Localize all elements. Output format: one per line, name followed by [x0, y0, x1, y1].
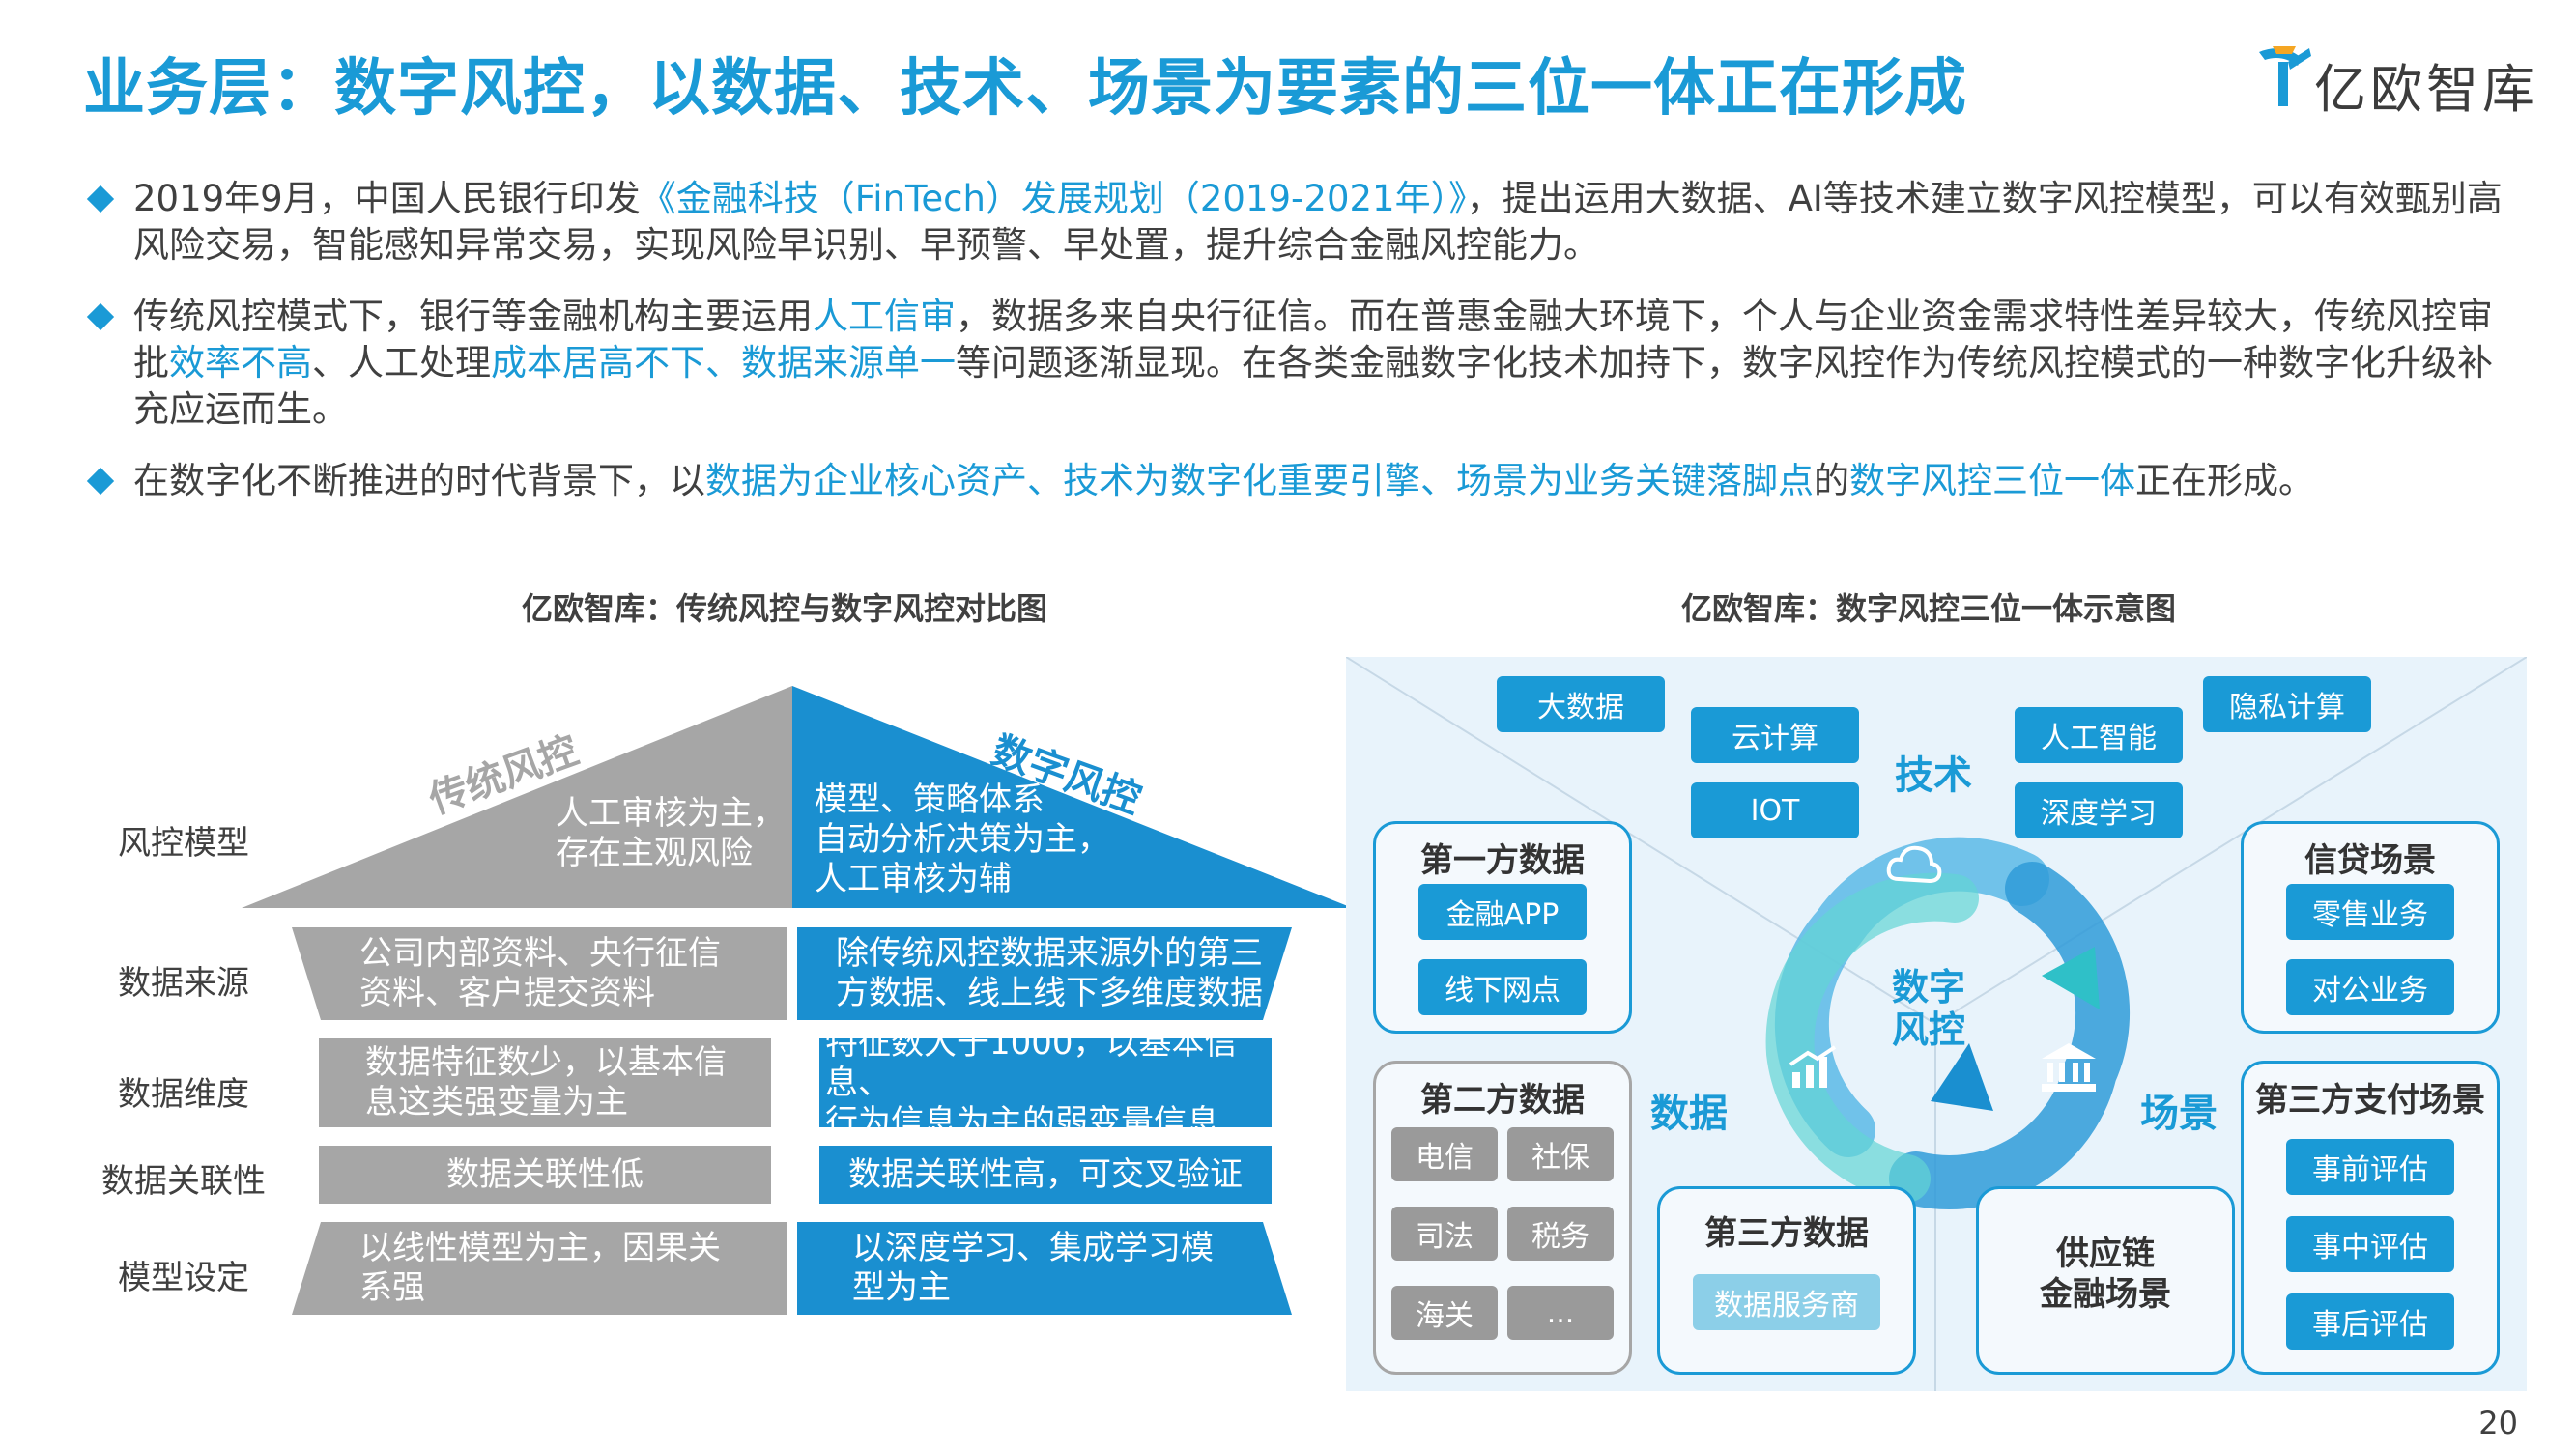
digital-correlation-cell: 数据关联性高，可交叉验证 [819, 1146, 1272, 1204]
row-label-correlation: 数据关联性 [101, 1162, 266, 1201]
tech-item-bigdata: 大数据 [1497, 676, 1665, 732]
payment-scene-box: 第三方支付场景 事前评估 事中评估 事后评估 [2241, 1061, 2500, 1375]
diamond-bullet-icon [86, 185, 115, 213]
digital-dimension-cell: 特征数大于1000，以基本信息、 行为信息为主的弱变量信息 [819, 1024, 1272, 1142]
category-scene: 场景 [2140, 1092, 2218, 1136]
third-party-item-provider: 数据服务商 [1693, 1274, 1880, 1330]
comparison-roof [242, 686, 1353, 908]
third-party-box: 第三方数据 数据服务商 [1657, 1186, 1916, 1375]
traditional-source-text: 公司内部资料、央行征信 资料、客户提交资料 [359, 934, 721, 1012]
second-party-title: 第二方数据 [1420, 1081, 1585, 1120]
payment-item-post: 事后评估 [2286, 1293, 2454, 1350]
chart-icon [1789, 1045, 1837, 1088]
payment-scene-title: 第三方支付场景 [2255, 1081, 2485, 1120]
bullet-text: 2019年9月，中国人民银行印发 [133, 178, 641, 219]
bullet-highlight: 成本居高不下、数据来源单一 [491, 342, 956, 384]
traditional-model-text: 人工审核为主， 存在主观风险 [556, 794, 786, 872]
category-tech: 技术 [1895, 753, 1972, 798]
diamond-bullet-icon [86, 467, 115, 496]
second-party-box: 第二方数据 电信 社保 司法 税务 海关 ... [1373, 1061, 1632, 1375]
second-party-item-telecom: 电信 [1391, 1127, 1498, 1181]
bullet-list: 2019年9月，中国人民银行印发《金融科技（FinTech）发展规划（2019-… [86, 176, 2512, 529]
bullet-text: 在数字化不断推进的时代背景下，以 [133, 460, 705, 501]
digital-model-text: 模型、策略体系 自动分析决策为主， 人工审核为辅 [815, 781, 1110, 898]
left-panel-title: 亿欧智库：传统风控与数字风控对比图 [522, 590, 1048, 627]
logo-text: 亿欧智库 [2314, 59, 2538, 120]
bullet-text: 、人工处理 [312, 342, 491, 384]
page-number: 20 [2478, 1405, 2518, 1441]
logo-icon [2259, 46, 2311, 106]
second-party-item-more: ... [1507, 1286, 1614, 1340]
digital-setting-text: 以深度学习、集成学习模 型为主 [852, 1229, 1214, 1307]
supply-chain-box: 供应链 金融场景 [1976, 1186, 2235, 1375]
row-label-setting: 模型设定 [118, 1259, 249, 1297]
bullet-text: 传统风控模式下，银行等金融机构主要运用 [133, 296, 813, 337]
third-party-title: 第三方数据 [1704, 1214, 1869, 1253]
row-label-source: 数据来源 [118, 964, 249, 1003]
payment-item-pre: 事前评估 [2286, 1139, 2454, 1195]
bullet-highlight: 人工信审 [813, 296, 956, 337]
bullet-highlight: 《金融科技（FinTech）发展规划（2019-2021年）》 [640, 178, 1467, 219]
diamond-bullet-icon [86, 302, 115, 331]
bullet-highlight: 效率不高 [169, 342, 312, 384]
bank-icon [2042, 1043, 2096, 1092]
bullet-text: ，数据多来自央行征信。而在普惠金融大环境下，个人与企业资金需求特性差异较大，传统… [133, 296, 2493, 384]
traditional-correlation-cell: 数据关联性低 [319, 1146, 771, 1204]
bullet-text: 正在形成。 [2135, 460, 2314, 501]
cloud-icon [1886, 845, 1942, 884]
bullet-highlight: 数字风控三位一体 [1849, 460, 2135, 501]
traditional-dimension-cell: 数据特征数少，以基本信 息这类强变量为主 [319, 1038, 771, 1127]
second-party-item-social: 社保 [1507, 1127, 1614, 1181]
first-party-title: 第一方数据 [1420, 841, 1585, 880]
first-party-item-branch: 线下网点 [1418, 959, 1587, 1015]
center-label: 数字 风控 [1892, 966, 1966, 1051]
triad-diagram: 大数据 云计算 IOT 人工智能 深度学习 隐私计算 技术 数据 场景 数字 风… [1346, 657, 2527, 1391]
bullet-highlight: 数据为企业核心资产、技术为数字化重要引擎、场景为业务关键落脚点 [705, 460, 1814, 501]
tech-item-deep-learning: 深度学习 [2015, 782, 2183, 838]
right-panel-title: 亿欧智库：数字风控三位一体示意图 [1681, 590, 2177, 627]
traditional-setting-text: 以线性模型为主，因果关 系强 [359, 1229, 721, 1307]
credit-scene-box: 信贷场景 零售业务 对公业务 [2241, 821, 2500, 1034]
first-party-box: 第一方数据 金融APP 线下网点 [1373, 821, 1632, 1034]
row-label-model: 风控模型 [118, 824, 249, 863]
second-party-item-customs: 海关 [1391, 1286, 1498, 1340]
bullet-item: 在数字化不断推进的时代背景下，以数据为企业核心资产、技术为数字化重要引擎、场景为… [86, 458, 2512, 504]
credit-item-corporate: 对公业务 [2286, 959, 2454, 1015]
row-label-dimension: 数据维度 [118, 1075, 249, 1114]
credit-scene-title: 信贷场景 [2304, 841, 2436, 880]
first-party-item-app: 金融APP [1418, 884, 1587, 940]
tech-item-cloud: 云计算 [1691, 707, 1859, 763]
payment-item-mid: 事中评估 [2286, 1216, 2454, 1272]
bullet-text: 的 [1814, 460, 1849, 501]
bullet-item: 2019年9月，中国人民银行印发《金融科技（FinTech）发展规划（2019-… [86, 176, 2512, 269]
category-data: 数据 [1650, 1092, 1728, 1136]
tech-item-privacy: 隐私计算 [2203, 676, 2371, 732]
tech-item-iot: IOT [1691, 782, 1859, 838]
bullet-text: 等问题逐渐显现。在各类金融数字化技术加持下，数字风控作为传统风控模式的一种数字化… [133, 342, 2493, 430]
digital-source-text: 除传统风控数据来源外的第三 方数据、线上线下多维度数据 [836, 934, 1263, 1012]
page-title: 业务层：数字风控，以数据、技术、场景为要素的三位一体正在形成 [83, 53, 1967, 125]
bullet-item: 传统风控模式下，银行等金融机构主要运用人工信审，数据多来自央行征信。而在普惠金融… [86, 294, 2512, 433]
credit-item-retail: 零售业务 [2286, 884, 2454, 940]
source-row-shapes [292, 927, 1292, 1020]
second-party-item-tax: 税务 [1507, 1207, 1614, 1261]
setting-row-shapes [292, 1222, 1292, 1315]
second-party-item-judicial: 司法 [1391, 1207, 1498, 1261]
tech-item-ai: 人工智能 [2015, 707, 2183, 763]
supply-chain-title: 供应链 金融场景 [2040, 1235, 2171, 1314]
bullet-text: ，提出运用大数据、AI等技术建立数字风控模型，可以有效甄别高风险交易，智能感知异… [133, 178, 2503, 266]
